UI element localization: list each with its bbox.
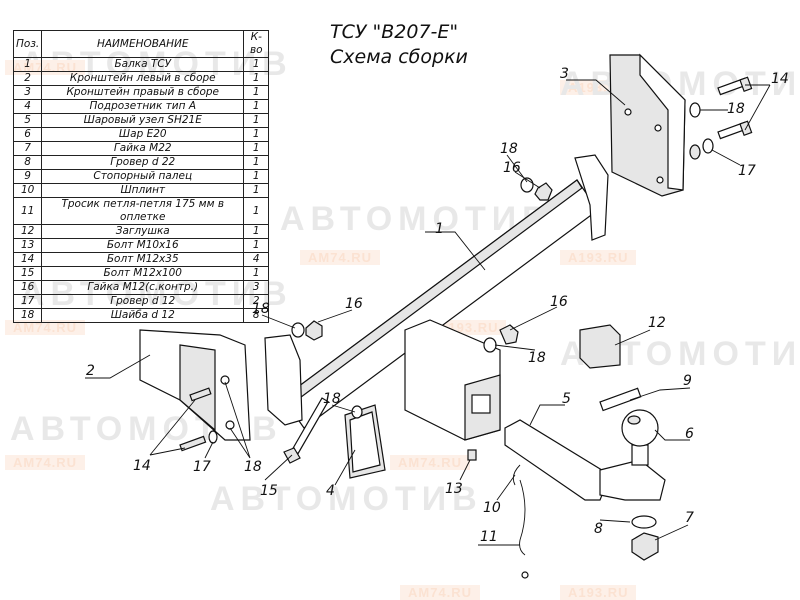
tow-beam (264, 154, 609, 429)
callout-1: 1 (435, 221, 444, 237)
row-pos: 9 (12, 169, 43, 184)
callout-2: 2 (86, 363, 95, 379)
callout-6: 6 (685, 426, 694, 442)
callout-18: 18 (323, 391, 341, 407)
row-pos: 10 (12, 183, 43, 198)
bolt-icon (717, 120, 753, 140)
callout-12: 12 (648, 315, 666, 331)
row-name: Гровер d 22 (41, 155, 245, 170)
row-pos: 5 (12, 113, 43, 128)
row-name: Болт M12x100 (41, 266, 245, 281)
row-pos: 6 (12, 127, 43, 142)
callout-7: 7 (685, 510, 694, 526)
diagram-title: ТСУ "B207-E" Схема сборки (330, 20, 468, 70)
callout-8: 8 (594, 521, 603, 537)
right-bracket-plate (639, 53, 686, 191)
hitch-receiver (404, 319, 501, 441)
title-model: ТСУ "B207-E" (330, 21, 459, 43)
callout-18: 18 (244, 459, 262, 475)
callout-13: 13 (445, 481, 463, 497)
bolt-icon (717, 76, 753, 96)
callout-10: 10 (483, 500, 501, 516)
row-name: Балка ТСУ (41, 57, 245, 72)
row-name: Шайба d 12 (41, 308, 245, 323)
callout-11: 11 (480, 529, 498, 545)
title-subtitle: Схема сборки (330, 46, 468, 68)
callout-16: 16 (345, 296, 363, 312)
callout-labels: 3 14 18 17 18 16 1 18 16 16 18 12 2 9 5 … (86, 66, 789, 545)
callout-14: 14 (133, 458, 151, 474)
callout-15: 15 (260, 483, 278, 499)
callout-18: 18 (727, 101, 745, 117)
col-qty: К-во (243, 30, 270, 58)
plug-cap (579, 324, 621, 369)
col-pos: Поз. (12, 30, 43, 58)
left-bracket (139, 329, 251, 441)
callout-5: 5 (562, 391, 571, 407)
row-name: Подрозетник тип А (41, 99, 245, 114)
row-qty: 8 (243, 308, 270, 323)
row-qty: 1 (243, 127, 270, 142)
row-name: Кронштейн левый в сборе (41, 71, 245, 86)
table-header: Поз. НАИМЕНОВАНИЕ К-во (12, 30, 270, 58)
row-pos: 13 (12, 238, 43, 253)
row-name: Болт M12x35 (41, 252, 245, 267)
callout-18: 18 (528, 350, 546, 366)
callout-3: 3 (560, 66, 569, 82)
callout-18: 18 (500, 141, 518, 157)
col-name: НАИМЕНОВАНИЕ (41, 30, 245, 58)
ball-mount (504, 409, 666, 501)
callout-9: 9 (683, 373, 692, 389)
row-pos: 18 (12, 308, 43, 323)
callout-16: 16 (550, 294, 568, 310)
leader-lines (85, 79, 771, 546)
callout-17: 17 (193, 459, 211, 475)
callout-18: 18 (252, 301, 270, 317)
callout-16: 16 (503, 160, 521, 176)
callout-4: 4 (326, 483, 335, 499)
callout-14: 14 (771, 71, 789, 87)
callout-17: 17 (738, 163, 756, 179)
